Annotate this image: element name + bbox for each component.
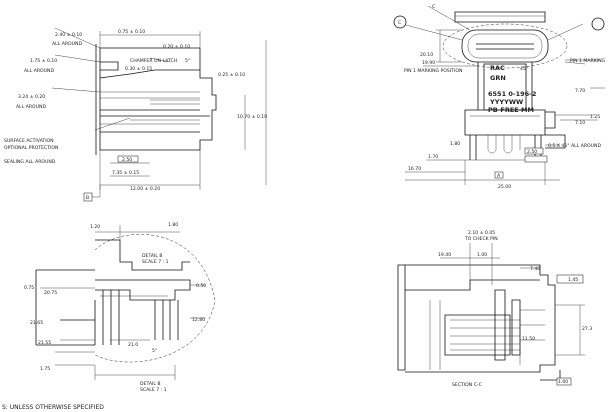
- tl-dim-d7: 0.25 ± 0.10: [218, 72, 245, 78]
- br-dim-d2: TO CHECK PIN: [464, 236, 498, 242]
- tr-dim-d1: 20.10: [420, 52, 433, 58]
- tr-part-number: 6551 0-196-2: [488, 90, 536, 98]
- tl-dim-d10: 2.50: [122, 157, 132, 163]
- bl-detail-scale-2: SCALE 7 : 1: [140, 387, 167, 393]
- tl-datum-b: B: [86, 195, 89, 201]
- br-section-label: SECTION C-C: [452, 382, 482, 388]
- tl-dim-d12: 5°: [185, 58, 190, 64]
- tr-dim-d8: 25.00: [498, 184, 511, 190]
- tl-dim-d3: 0.20 ± 0.10: [163, 44, 190, 50]
- tr-note-pin1: PIN 1 MARKING: [570, 58, 606, 64]
- bl-dim-d9: 21.0: [128, 342, 138, 348]
- tl-note-n4: CHAMFER ON LATCH: [130, 58, 177, 64]
- tl-dim-d1: 2.40 ± 0.10: [55, 32, 82, 38]
- tl-dim-d2: 1.75 ± 0.10: [30, 58, 57, 64]
- bl-detail-label: DETAIL B: [142, 253, 163, 259]
- tl-dim-d9: 12.00 ± 0.20: [130, 186, 160, 192]
- bl-dim-d2: 1.20: [90, 224, 100, 230]
- br-dim-d5: 7.40: [530, 266, 540, 272]
- tr-marking-pbfree: PB-FREE MM: [488, 106, 534, 114]
- bl-dim-d7: 12.80: [192, 317, 205, 323]
- tr-dim-d10: 7.10: [575, 120, 585, 126]
- sheet-general-note: S: UNLESS OTHERWISE SPECIFIED: [2, 404, 104, 411]
- bl-dim-d5: 20.75: [44, 290, 57, 296]
- bl-detail-label-2: DETAIL B: [140, 381, 161, 387]
- bl-dim-d6: 21.65: [30, 320, 43, 326]
- br-dim-d4: 1.00: [477, 252, 487, 258]
- tr-angle: 45°: [520, 66, 528, 72]
- tl-dim-d4: 0.75 ± 0.10: [118, 29, 145, 35]
- tl-dim-d6: 7.35 ± 0.15: [112, 170, 139, 176]
- tr-dim-d7: 2.50: [527, 149, 537, 155]
- tr-note-chamfer: 0.5 X 45° ALL AROUND: [548, 143, 601, 149]
- tl-note-n2: ALL AROUND: [24, 68, 54, 74]
- bl-dim-d3: 0.50: [196, 283, 206, 289]
- bl-dim-d1: 1.80: [168, 222, 178, 228]
- tr-dim-d2: 19.90: [422, 60, 435, 66]
- bl-dim-d8: 21.55: [38, 340, 51, 346]
- tr-datum-a: A: [497, 173, 501, 179]
- tr-dim-d6: 7.70: [575, 88, 585, 94]
- bl-detail-scale: SCALE 7 : 1: [142, 259, 169, 265]
- bl-dim-d11: 5°: [152, 348, 157, 354]
- tr-marking-date: YYYYWW: [489, 98, 523, 106]
- tl-note-n6: OPTIONAL PROTECTION: [4, 145, 58, 151]
- bl-dim-d10: 1.75: [40, 366, 50, 372]
- br-dim-d8: 11.50: [522, 336, 535, 342]
- tr-dim-d3: 1.25: [590, 114, 600, 120]
- tl-note-n1: ALL AROUND: [52, 41, 82, 47]
- tl-dim-d5: 0.30 ± 0.15: [125, 66, 152, 72]
- tr-dim-d4: 1.70: [428, 154, 438, 160]
- tl-note-n7: SEALING ALL AROUND: [4, 159, 56, 165]
- top-right-front-view: [393, 5, 605, 185]
- tl-note-n3: ALL AROUND: [16, 104, 46, 110]
- tl-note-n5: SURFACE ACTIVATION: [4, 138, 54, 144]
- tr-marking-grn: GRN: [490, 74, 506, 82]
- tr-marking-rac: RAC: [490, 64, 505, 72]
- tr-dim-d5: 1.80: [450, 141, 460, 147]
- br-dim-d6: 1.45: [568, 277, 578, 283]
- br-dim-d7: 27.3: [582, 326, 592, 332]
- tr-callout-c: C: [398, 20, 401, 26]
- bottom-left-detail-view: [35, 225, 216, 380]
- tr-datum-c: C: [432, 4, 435, 10]
- br-dim-d3: 19.40: [438, 252, 451, 258]
- tl-dim-d11: 3.24 ± 0.20: [18, 94, 45, 100]
- bl-dim-d4: 0.75: [24, 285, 34, 291]
- tr-dim-d9: 16.70: [408, 166, 421, 172]
- top-left-side-view: [51, 27, 267, 202]
- br-dim-d1: 2.10 ± 0.05: [468, 230, 495, 236]
- tl-dim-d8: 10.70 ± 0.10: [237, 114, 267, 120]
- bottom-right-section-view: [397, 243, 585, 386]
- tr-note-pin1-position: PIN 1 MARKING POSITION: [404, 68, 462, 74]
- br-dim-d9: 1.00: [558, 379, 568, 385]
